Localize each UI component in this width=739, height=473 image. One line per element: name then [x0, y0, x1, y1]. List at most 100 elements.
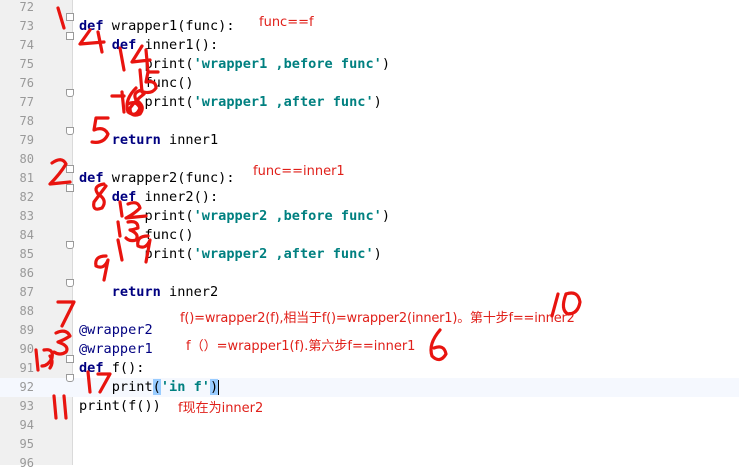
line-number: 87 — [19, 285, 34, 299]
code-token: def — [111, 189, 137, 205]
fold-end-icon[interactable] — [66, 127, 74, 135]
code-text[interactable]: print('wrapper1 ,before func') — [79, 55, 390, 74]
code-text[interactable]: return inner1 — [79, 131, 218, 150]
code-line[interactable]: 87 return inner2 — [0, 283, 739, 302]
code-text[interactable]: @wrapper1 — [79, 340, 153, 359]
code-token: f(): — [103, 360, 145, 376]
annotation-line-93: f现在为inner2 — [178, 401, 264, 416]
code-token: 'wrapper2 ,after func' — [193, 246, 374, 262]
code-line[interactable]: 82 def inner2(): — [0, 188, 739, 207]
code-line[interactable]: 92 print('in f') — [0, 378, 739, 397]
code-line[interactable]: 76 func() — [0, 74, 739, 93]
code-text[interactable]: return inner2 — [79, 283, 218, 302]
code-token: wrapper1(func): — [103, 18, 235, 34]
code-text[interactable]: def inner1(): — [79, 36, 218, 55]
code-line[interactable]: 85 print('wrapper2 ,after func') — [0, 245, 739, 264]
line-number: 94 — [19, 418, 34, 432]
code-text[interactable]: print('wrapper2 ,after func') — [79, 245, 382, 264]
fold-end-icon[interactable] — [66, 374, 74, 382]
code-token: @wrapper1 — [79, 341, 153, 357]
code-text[interactable]: print('wrapper1 ,after func') — [79, 93, 382, 112]
line-number: 76 — [19, 76, 34, 90]
code-line[interactable]: 88 — [0, 302, 739, 321]
code-token: 'in f' — [160, 379, 210, 395]
code-line[interactable]: 93 print(f()) — [0, 397, 739, 416]
line-number: 85 — [19, 247, 34, 261]
code-token: def — [111, 37, 137, 53]
code-token: func() — [144, 227, 194, 243]
code-line[interactable]: 95 — [0, 435, 739, 454]
code-token: print( — [144, 246, 194, 262]
code-line[interactable]: 83 print('wrapper2 ,before func') — [0, 207, 739, 226]
line-number: 91 — [19, 361, 34, 375]
code-line[interactable]: 77 print('wrapper1 ,after func') — [0, 93, 739, 112]
fold-end-icon[interactable] — [66, 241, 74, 249]
line-number: 95 — [19, 437, 34, 451]
fold-marker-icon[interactable] — [66, 165, 74, 173]
code-token: func() — [144, 75, 194, 91]
code-line[interactable]: 96 — [0, 454, 739, 473]
fold-marker-icon[interactable] — [66, 184, 74, 192]
code-text[interactable]: def wrapper2(func): — [79, 169, 235, 188]
code-token: wrapper2(func): — [103, 170, 235, 186]
line-number: 89 — [19, 323, 34, 337]
fold-marker-icon[interactable] — [66, 32, 74, 40]
line-number: 82 — [19, 190, 34, 204]
code-token: 'wrapper1 ,before func' — [193, 56, 382, 72]
code-token: def — [79, 18, 104, 34]
code-token: print( — [144, 94, 194, 110]
fold-marker-icon[interactable] — [66, 355, 74, 363]
code-text[interactable]: def inner2(): — [79, 188, 218, 207]
code-token: inner2 — [160, 284, 219, 300]
code-token: ) — [373, 246, 382, 262]
code-token: inner1 — [160, 132, 219, 148]
line-number: 83 — [19, 209, 34, 223]
line-number: 73 — [19, 19, 34, 33]
fold-marker-icon[interactable] — [66, 13, 74, 21]
line-number: 84 — [19, 228, 34, 242]
annotation-func-inner1: func==inner1 — [253, 164, 345, 179]
annotation-func-f: func==f — [259, 15, 314, 30]
code-line[interactable]: 78 — [0, 112, 739, 131]
code-token: def — [79, 360, 104, 376]
code-text[interactable]: @wrapper2 — [79, 321, 153, 340]
line-number: 72 — [19, 0, 34, 14]
code-token: 'wrapper1 ,after func' — [193, 94, 374, 110]
code-token: print — [111, 379, 153, 395]
fold-end-icon[interactable] — [66, 89, 74, 97]
line-number: 88 — [19, 304, 34, 318]
code-line[interactable]: 89 @wrapper2 — [0, 321, 739, 340]
code-line[interactable]: 73 def wrapper1(func): — [0, 17, 739, 36]
code-line[interactable]: 91 def f(): — [0, 359, 739, 378]
code-token: print( — [144, 56, 194, 72]
code-line[interactable]: 94 — [0, 416, 739, 435]
code-text[interactable]: func() — [79, 226, 194, 245]
line-number: 86 — [19, 266, 34, 280]
code-text[interactable]: print('in f') — [79, 378, 220, 397]
code-line[interactable]: 75 print('wrapper1 ,before func') — [0, 55, 739, 74]
code-line[interactable]: 74 def inner1(): — [0, 36, 739, 55]
code-text[interactable]: func() — [79, 74, 194, 93]
code-line[interactable]: 79 return inner1 — [0, 131, 739, 150]
code-token: ) — [373, 94, 382, 110]
code-text[interactable]: def wrapper1(func): — [79, 17, 235, 36]
code-line[interactable]: 84 func() — [0, 226, 739, 245]
code-line[interactable]: 86 — [0, 264, 739, 283]
code-token: ( — [152, 379, 161, 395]
code-text[interactable]: print('wrapper2 ,before func') — [79, 207, 390, 226]
code-token: 'wrapper2 ,before func' — [193, 208, 382, 224]
code-line[interactable]: 72 — [0, 0, 739, 17]
code-text[interactable]: print(f()) — [79, 397, 161, 416]
code-line[interactable]: 80 — [0, 150, 739, 169]
fold-end-icon[interactable] — [66, 279, 74, 287]
code-token: print(f()) — [79, 398, 161, 414]
code-token: def — [79, 170, 104, 186]
line-number: 74 — [19, 38, 34, 52]
code-line[interactable]: 90@wrapper1 — [0, 340, 739, 359]
code-token: ) — [381, 208, 391, 224]
line-number: 93 — [19, 399, 34, 413]
text-caret — [218, 379, 220, 395]
code-token: ) — [381, 56, 391, 72]
code-text[interactable]: def f(): — [79, 359, 144, 378]
